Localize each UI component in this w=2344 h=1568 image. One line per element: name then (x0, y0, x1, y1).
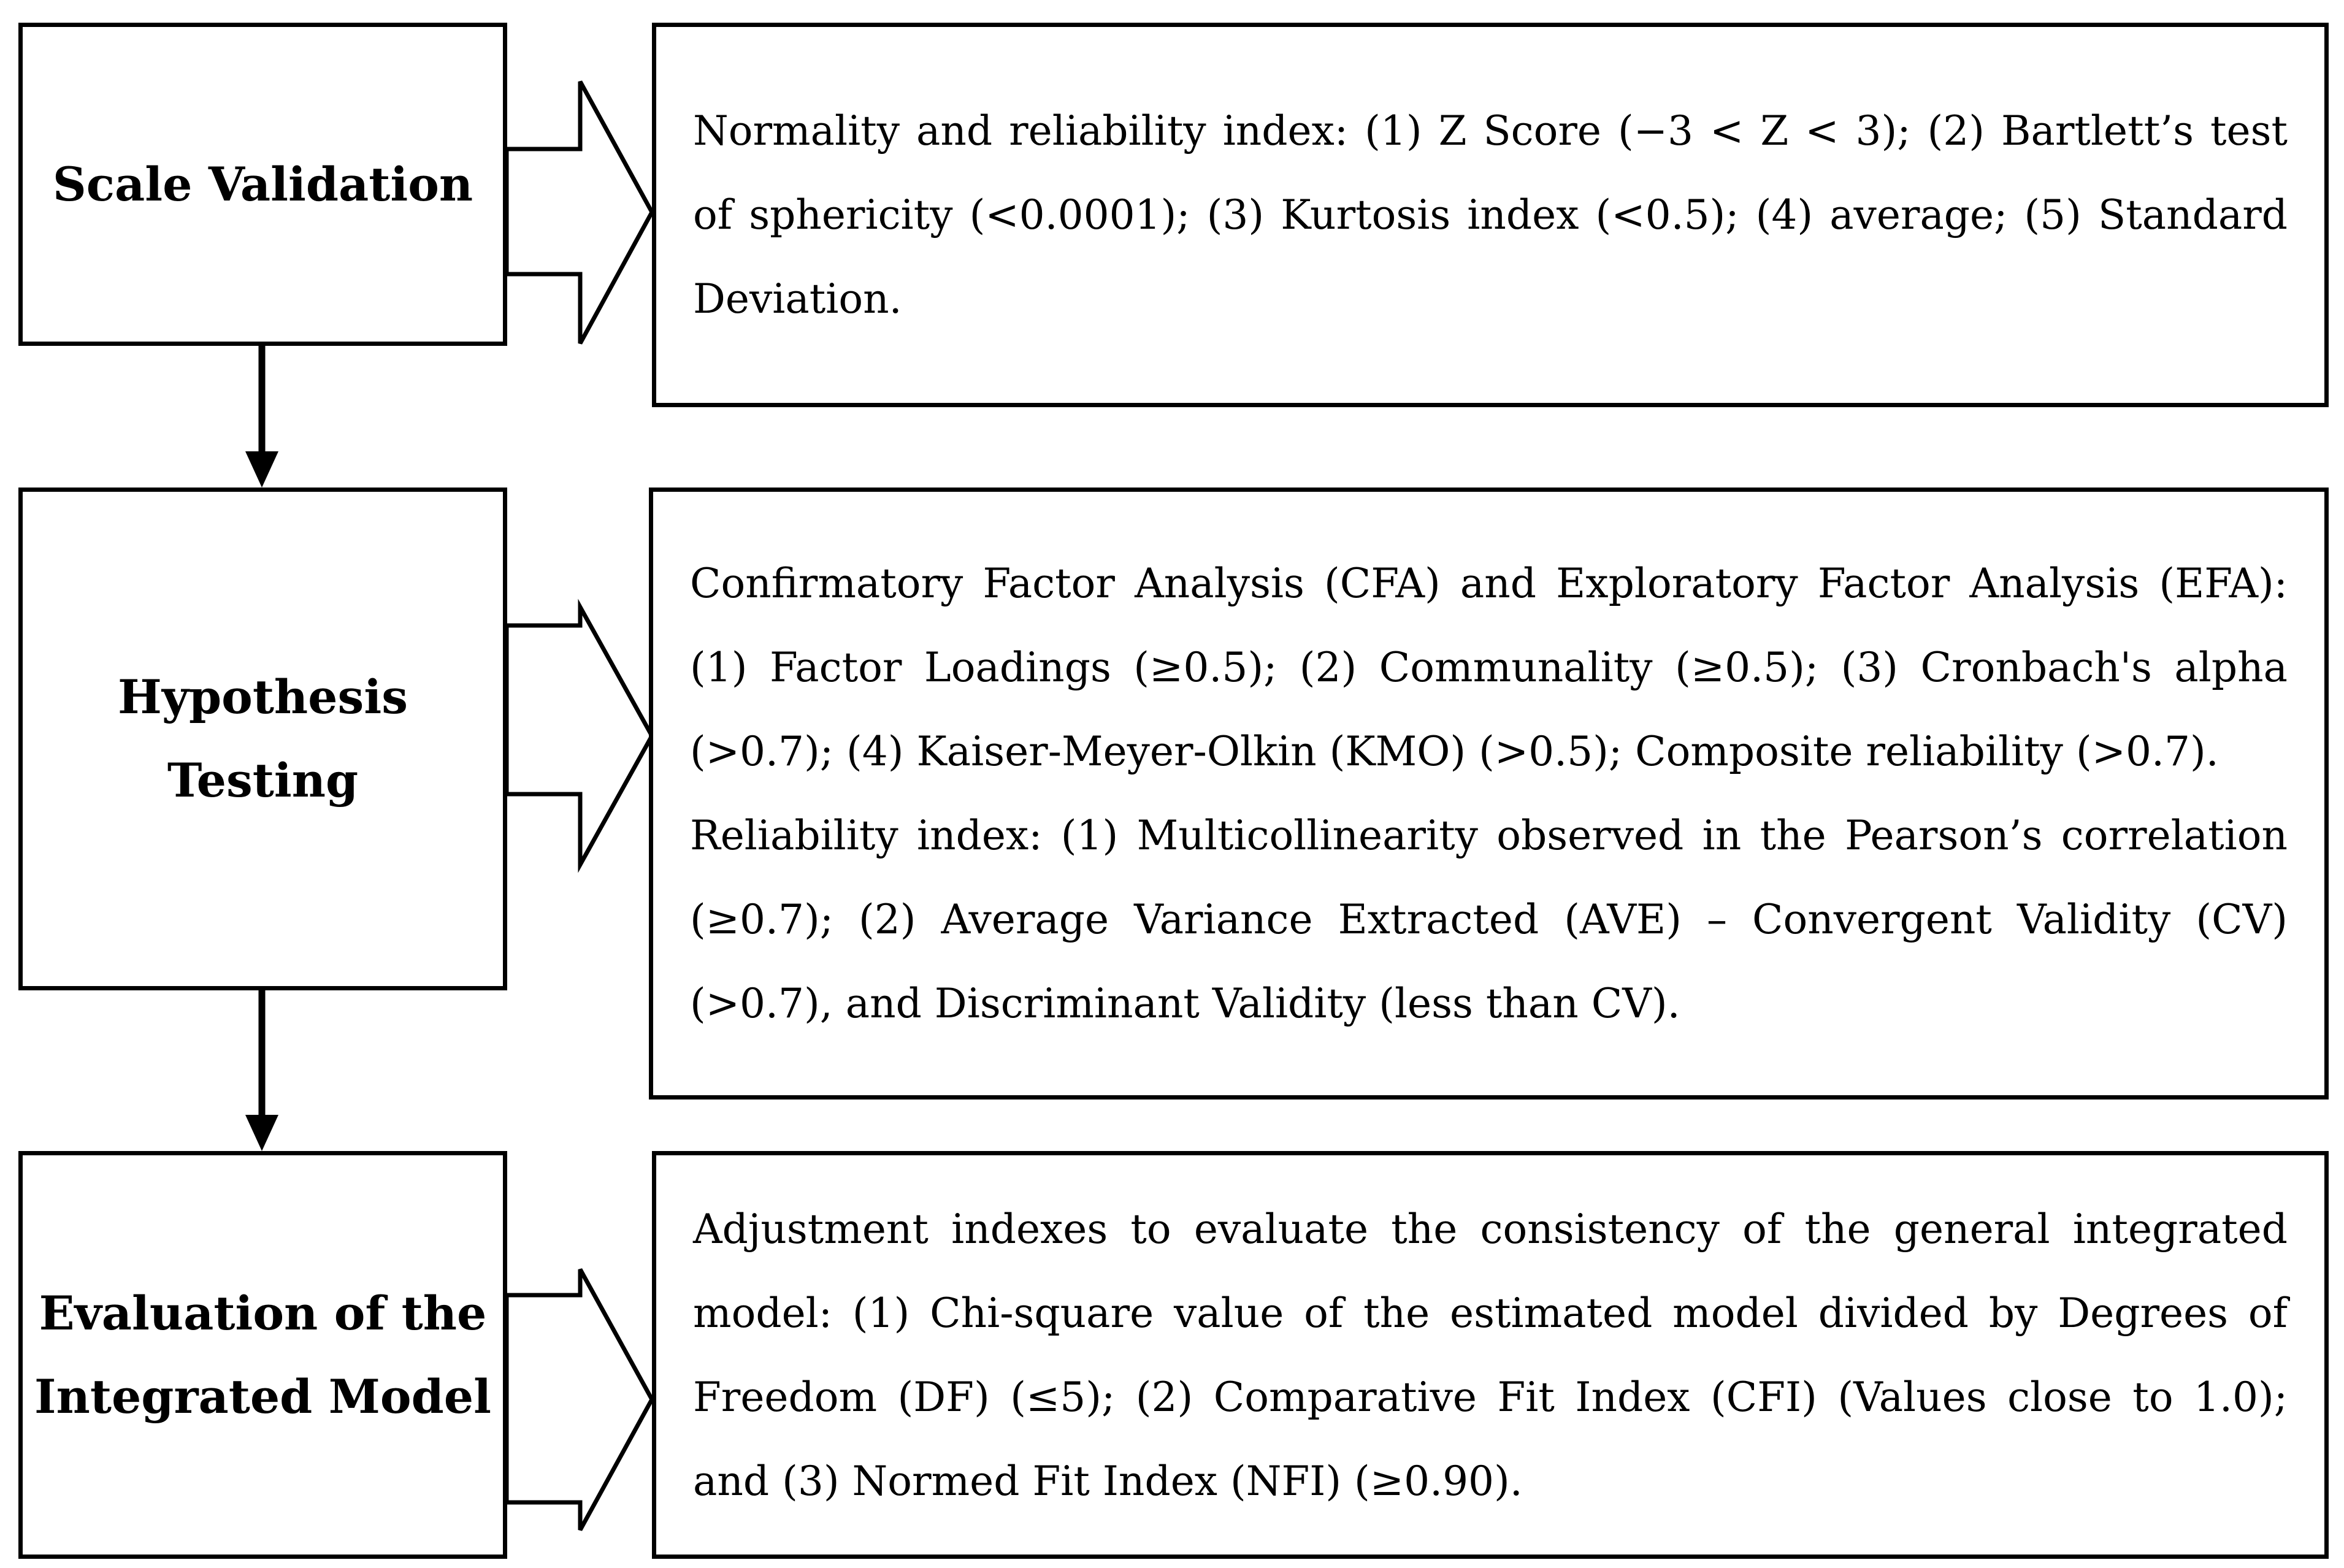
description-text: Reliability index: (1) Multicollinearity… (690, 812, 2288, 1027)
step-title: Hypothesis Testing (118, 670, 408, 808)
description-box-scale-validation: Normality and reliability index: (1) Z S… (652, 23, 2329, 407)
step-box-hypothesis-testing: Hypothesis Testing (18, 488, 507, 990)
description-text: Normality and reliability index: (1) Z S… (693, 107, 2288, 323)
down-arrow-2 (245, 990, 278, 1151)
down-arrow-1 (245, 346, 278, 488)
block-arrow-3 (504, 1268, 654, 1531)
step-box-scale-validation: Scale Validation (18, 23, 507, 346)
description-box-evaluation-integrated-model: Adjustment indexes to evaluate the consi… (652, 1151, 2329, 1559)
description-text: Confirmatory Factor Analysis (CFA) and E… (690, 560, 2288, 775)
block-arrow-2 (504, 599, 655, 873)
step-box-evaluation-integrated-model: Evaluation of the Integrated Model (18, 1151, 507, 1559)
step-title: Evaluation of the Integrated Model (34, 1285, 491, 1424)
description-box-hypothesis-testing: Confirmatory Factor Analysis (CFA) and E… (649, 488, 2329, 1100)
step-title: Scale Validation (52, 156, 473, 212)
block-arrow-1 (504, 80, 654, 345)
description-text: Adjustment indexes to evaluate the consi… (693, 1205, 2288, 1505)
